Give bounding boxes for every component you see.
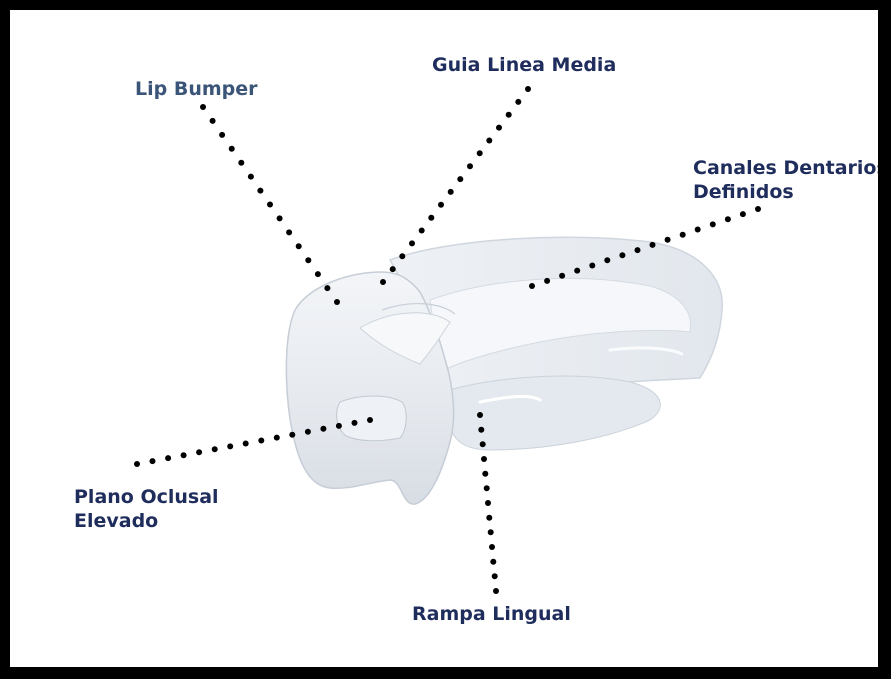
leader-lines <box>10 10 878 667</box>
label-lip-bumper: Lip Bumper <box>135 77 258 101</box>
leader-lip-bumper-dot <box>238 160 244 166</box>
leader-plano-oclusal-dot <box>352 420 358 426</box>
leader-rampa-lingual-dot <box>484 485 490 491</box>
leader-canales-dot <box>755 206 761 212</box>
label-plano-line2: Elevado <box>74 509 219 533</box>
leader-rampa-lingual-dot <box>485 500 491 506</box>
leader-guia-linea-media-dot <box>390 266 396 272</box>
leader-guia-linea-media-dot <box>496 125 502 131</box>
leader-lip-bumper-dot <box>210 118 216 124</box>
leader-canales-dot <box>725 216 731 222</box>
leader-plano-oclusal-dot <box>212 446 218 452</box>
leader-plano-oclusal-dot <box>150 458 156 464</box>
leader-canales-dot <box>710 221 716 227</box>
leader-lip-bumper-dot <box>219 132 225 138</box>
leader-guia-linea-media-dot <box>525 86 531 92</box>
leader-canales-dot <box>619 252 625 258</box>
diagram-canvas: Lip Bumper Guia Linea Media Canales Dent… <box>10 10 878 667</box>
leader-guia-linea-media-dot <box>457 176 463 182</box>
leader-rampa-lingual-dot <box>477 412 483 418</box>
leader-rampa-lingual-dot <box>493 588 499 594</box>
leader-canales-dot <box>695 227 701 233</box>
label-canales-dentarios: Canales Dentarios Definidos <box>693 156 878 204</box>
leader-canales-dot <box>740 211 746 217</box>
leader-guia-linea-media-dot <box>448 189 454 195</box>
leader-lip-bumper-dot <box>200 104 206 110</box>
leader-plano-oclusal-dot <box>181 452 187 458</box>
leader-plano-oclusal-dot <box>196 449 202 455</box>
leader-canales-dot <box>635 247 641 253</box>
leader-guia-linea-media-dot <box>477 150 483 156</box>
leader-lip-bumper-dot <box>334 299 340 305</box>
leader-guia-linea-media-dot <box>419 228 425 234</box>
leader-plano-oclusal-dot <box>336 423 342 429</box>
leader-lip-bumper-dot <box>257 188 263 194</box>
leader-plano-oclusal-dot <box>165 455 171 461</box>
label-canales-line1: Canales Dentarios <box>693 156 878 180</box>
leader-guia-linea-media-dot <box>409 240 415 246</box>
leader-guia-linea-media-dot <box>438 202 444 208</box>
leader-canales-dot <box>574 268 580 274</box>
label-guia-linea-media: Guia Linea Media <box>432 53 616 77</box>
leader-lip-bumper-dot <box>296 243 302 249</box>
leader-rampa-lingual-dot <box>482 471 488 477</box>
leader-plano-oclusal-dot <box>305 429 311 435</box>
leader-rampa-lingual-dot <box>480 441 486 447</box>
leader-lip-bumper-dot <box>248 174 254 180</box>
leader-canales-dot <box>589 263 595 269</box>
leader-canales-dot <box>650 242 656 248</box>
label-plano-line1: Plano Oclusal <box>74 485 219 509</box>
leader-canales-dot <box>604 257 610 263</box>
leader-canales-dot <box>680 232 686 238</box>
label-plano-oclusal: Plano Oclusal Elevado <box>74 485 219 533</box>
leader-rampa-lingual-dot <box>481 456 487 462</box>
leader-canales-dot <box>559 273 565 279</box>
leader-rampa-lingual-dot <box>492 573 498 579</box>
leader-canales-dot <box>544 278 550 284</box>
leader-rampa-lingual-dot <box>488 529 494 535</box>
leader-lip-bumper-dot <box>305 257 311 263</box>
leader-rampa-lingual-dot <box>489 544 495 550</box>
leader-rampa-lingual-dot <box>486 515 492 521</box>
leader-guia-linea-media-dot <box>506 112 512 118</box>
leader-plano-oclusal-dot <box>134 461 140 467</box>
leader-rampa-lingual-dot <box>478 427 484 433</box>
leader-plano-oclusal-dot <box>289 432 295 438</box>
leader-lip-bumper-dot <box>324 285 330 291</box>
leader-lip-bumper-dot <box>229 146 235 152</box>
label-rampa-lingual: Rampa Lingual <box>412 602 571 626</box>
leader-rampa-lingual-dot <box>490 559 496 565</box>
leader-canales-dot <box>665 237 671 243</box>
leader-lip-bumper-dot <box>315 271 321 277</box>
leader-guia-linea-media-dot <box>380 279 386 285</box>
leader-plano-oclusal-dot <box>258 438 264 444</box>
leader-lip-bumper-dot <box>286 229 292 235</box>
leader-plano-oclusal-dot <box>320 426 326 432</box>
leader-plano-oclusal-dot <box>274 435 280 441</box>
leader-guia-linea-media-dot <box>515 99 521 105</box>
leader-canales-dot <box>529 283 535 289</box>
leader-guia-linea-media-dot <box>467 163 473 169</box>
leader-plano-oclusal-dot <box>227 443 233 449</box>
leader-guia-linea-media-dot <box>486 138 492 144</box>
leader-lip-bumper-dot <box>267 202 273 208</box>
leader-guia-linea-media-dot <box>399 253 405 259</box>
leader-plano-oclusal-dot <box>243 441 249 447</box>
label-canales-line2: Definidos <box>693 180 878 204</box>
leader-guia-linea-media-dot <box>428 215 434 221</box>
leader-lip-bumper-dot <box>277 215 283 221</box>
leader-plano-oclusal-dot <box>367 417 373 423</box>
